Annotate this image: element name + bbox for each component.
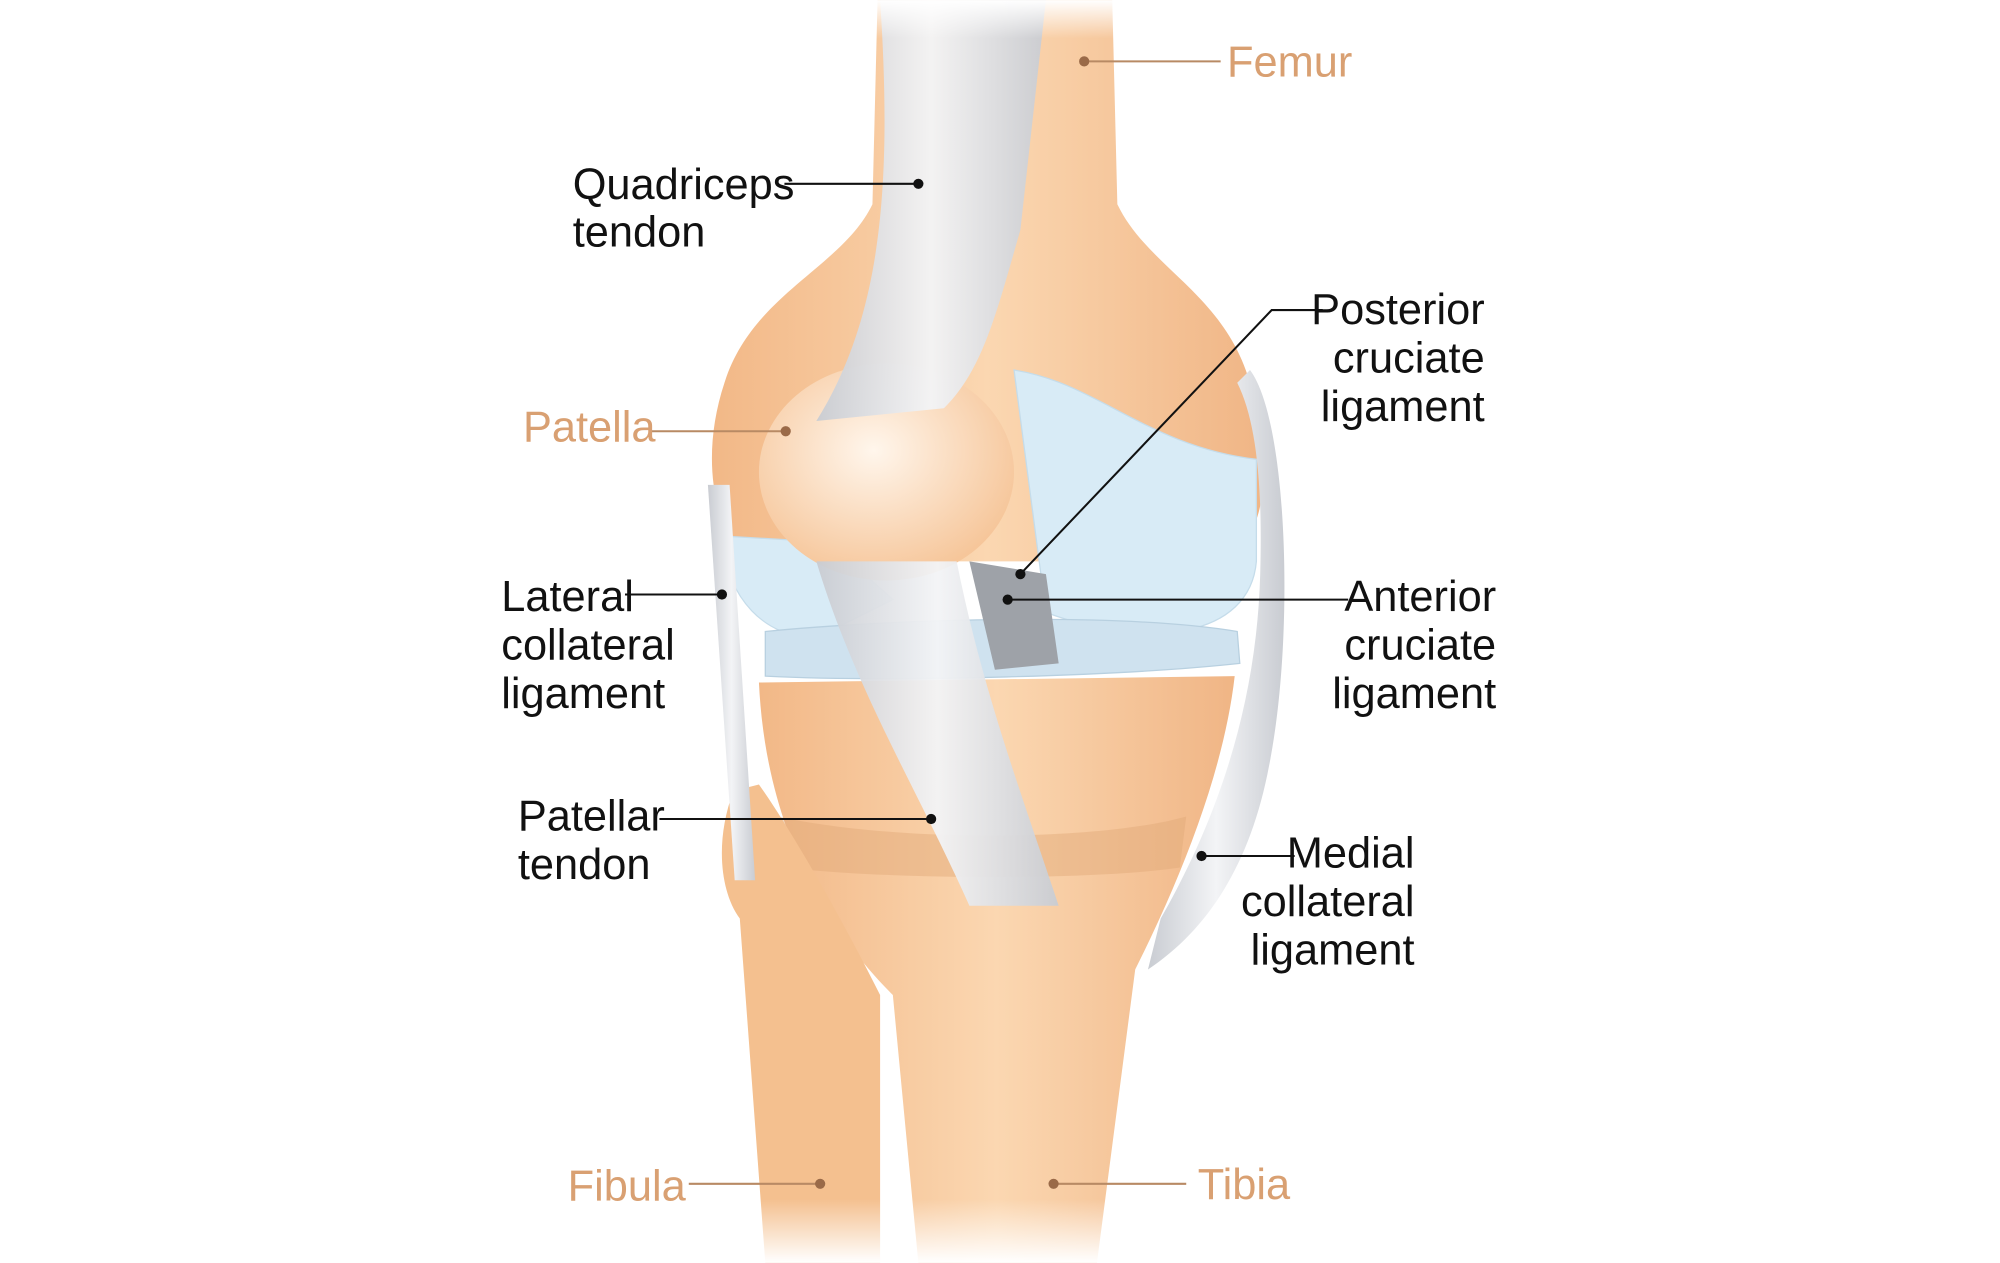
label-anterior-cruciate-ligament: Anterior cruciate ligament [1332,573,1496,718]
quadriceps-tendon-shape [816,0,1046,422]
label-line: ligament [1321,383,1485,431]
label-line: cruciate [1333,335,1485,383]
label-line: Quadriceps [573,161,795,209]
cruciate-ligaments [969,561,1059,670]
leader-tibia [1048,1178,1187,1189]
label-line: Medial [1287,829,1415,877]
label-line: tendon [518,841,651,889]
leader-patellar-tendon [659,813,937,825]
fibula-bone [721,784,881,1263]
label-posterior-cruciate-ligament: Posterior cruciate ligament [1311,286,1485,431]
label-fibula: Fibula [568,1162,687,1210]
label-femur: Femur [1227,39,1352,87]
label-line: tendon [573,208,706,256]
leader-femur [1079,56,1221,67]
label-lateral-collateral-ligament: Lateral collateral ligament [501,573,675,718]
patellar-tendon-shape [816,561,1059,906]
leader-lateral-collateral [625,589,728,600]
label-medial-collateral-ligament: Medial collateral ligament [1241,829,1415,974]
label-patellar-tendon: Patellar tendon [518,792,665,888]
label-line: ligament [1251,926,1415,974]
label-line: ligament [501,670,665,718]
label-line: Patellar [518,792,665,840]
label-line: collateral [1241,878,1415,926]
label-line: collateral [501,622,675,670]
leader-quadriceps-tendon [784,178,924,189]
label-quadriceps-tendon: Quadriceps tendon [573,161,795,256]
label-line: ligament [1332,670,1496,718]
leader-fibula [688,1178,826,1189]
label-line: Anterior [1344,573,1496,621]
label-line: Lateral [501,573,634,621]
leader-anterior-cruciate [1002,594,1349,605]
leader-medial-collateral [1196,850,1295,862]
lateral-collateral-ligament-shape [707,484,756,881]
label-tibia: Tibia [1198,1161,1291,1209]
label-patella: Patella [523,403,656,451]
label-line: cruciate [1344,622,1496,670]
leader-patella [651,426,791,437]
medial-collateral-ligament-shape [1147,370,1285,970]
label-line: Posterior [1311,286,1485,334]
leader-posterior-cruciate [1015,309,1323,580]
